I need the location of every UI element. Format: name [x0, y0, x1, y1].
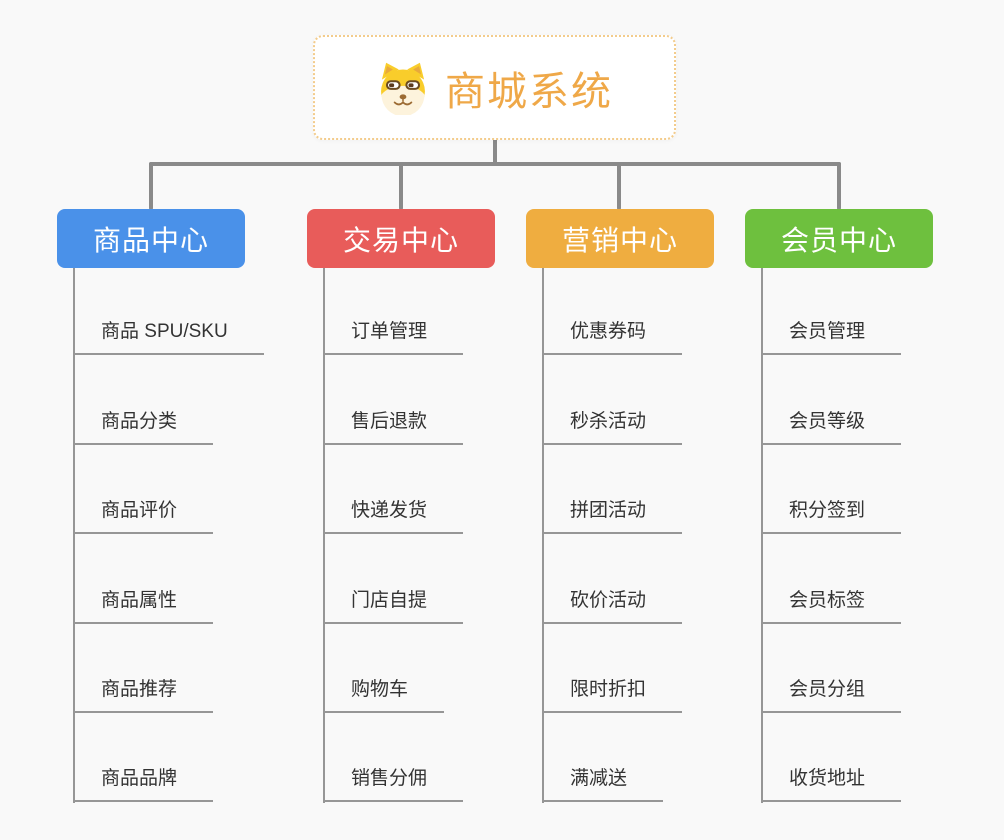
- doge-icon: [381, 62, 425, 115]
- leaf-member-1[interactable]: 会员管理: [761, 320, 902, 355]
- leaf-member-4[interactable]: 会员标签: [761, 589, 902, 624]
- branch-node-member[interactable]: 会员中心: [745, 209, 933, 268]
- leaf-trade-5[interactable]: 购物车: [323, 678, 445, 713]
- leaf-product-6[interactable]: 商品品牌: [73, 767, 214, 802]
- leaf-marketing-2[interactable]: 秒杀活动: [542, 410, 683, 445]
- leaf-member-5[interactable]: 会员分组: [761, 678, 902, 713]
- root-node[interactable]: 商城系统: [313, 35, 676, 140]
- leaf-product-1[interactable]: 商品 SPU/SKU: [73, 320, 264, 355]
- leaf-product-4[interactable]: 商品属性: [73, 589, 214, 624]
- leaf-trade-3[interactable]: 快递发货: [323, 499, 464, 534]
- leaf-trade-2[interactable]: 售后退款: [323, 410, 464, 445]
- leaf-trade-6[interactable]: 销售分佣: [323, 767, 464, 802]
- branch-children-line-trade: [323, 268, 325, 803]
- branch-node-trade[interactable]: 交易中心: [307, 209, 495, 268]
- leaf-marketing-5[interactable]: 限时折扣: [542, 678, 683, 713]
- connector-drop-trade: [399, 162, 403, 210]
- leaf-trade-1[interactable]: 订单管理: [323, 320, 464, 355]
- connector-drop-member: [837, 162, 841, 210]
- leaf-member-2[interactable]: 会员等级: [761, 410, 902, 445]
- branch-children-line-member: [761, 268, 763, 803]
- leaf-product-2[interactable]: 商品分类: [73, 410, 214, 445]
- leaf-marketing-6[interactable]: 满减送: [542, 767, 664, 802]
- leaf-marketing-4[interactable]: 砍价活动: [542, 589, 683, 624]
- branch-node-product[interactable]: 商品中心: [57, 209, 245, 268]
- connector-drop-product: [149, 162, 153, 210]
- connector-drop-marketing: [617, 162, 621, 210]
- leaf-member-3[interactable]: 积分签到: [761, 499, 902, 534]
- branch-node-marketing[interactable]: 营销中心: [526, 209, 714, 268]
- connector-root-stub: [493, 140, 497, 166]
- leaf-marketing-3[interactable]: 拼团活动: [542, 499, 683, 534]
- leaf-marketing-1[interactable]: 优惠券码: [542, 320, 683, 355]
- root-title: 商城系统: [445, 69, 613, 114]
- leaf-member-6[interactable]: 收货地址: [761, 767, 902, 802]
- leaf-product-5[interactable]: 商品推荐: [73, 678, 214, 713]
- leaf-trade-4[interactable]: 门店自提: [323, 589, 464, 624]
- branch-children-line-product: [73, 268, 75, 803]
- leaf-product-3[interactable]: 商品评价: [73, 499, 214, 534]
- branch-children-line-marketing: [542, 268, 544, 803]
- connector-bus: [149, 162, 841, 166]
